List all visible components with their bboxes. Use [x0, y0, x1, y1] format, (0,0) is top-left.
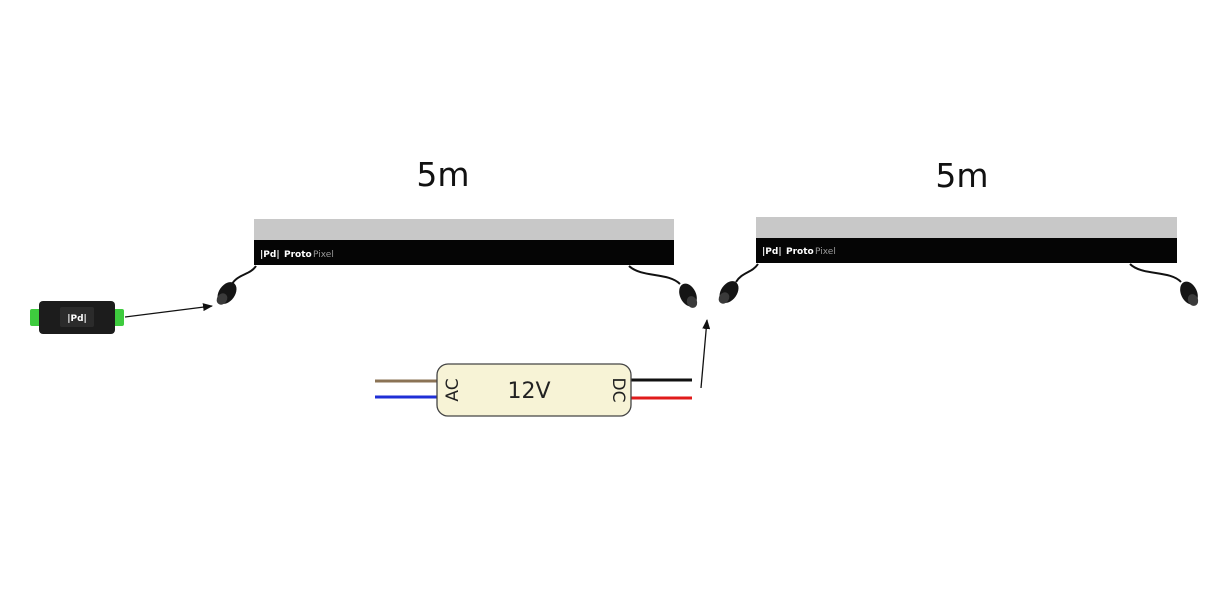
- strip-1-brand-logo: |Pd| Proto Pixel: [260, 250, 334, 260]
- psu-body: [436, 363, 632, 417]
- led-strip-1: 5m |Pd| Proto Pixel: [216, 155, 698, 308]
- strip-2-input-connector: [718, 263, 759, 304]
- strip-1-length-label: 5m: [416, 155, 469, 194]
- psu-voltage-label: 12V: [507, 379, 550, 404]
- strip-1-input-connector: [216, 265, 257, 305]
- power-arrow: [700, 319, 711, 389]
- strip-2-diffuser: [756, 217, 1177, 238]
- led-strip-2: 5m |Pd| Proto Pixel: [718, 156, 1199, 306]
- data-arrow: [124, 303, 213, 318]
- strip-2-brand-primary: Proto: [786, 247, 814, 257]
- strip-2-output-connector: [1129, 263, 1199, 306]
- psu-output-label: DC: [608, 378, 628, 403]
- strip-2-brand-secondary: Pixel: [815, 247, 836, 257]
- strip-2-body: [756, 238, 1177, 263]
- strip-2-length-label: 5m: [935, 156, 988, 195]
- strip-1-brand-primary: Proto: [284, 250, 312, 260]
- strip-2-brand-logo: |Pd| Proto Pixel: [762, 247, 836, 257]
- pixel-controller: |Pd|: [30, 301, 124, 334]
- psu-input-label: AC: [443, 378, 463, 401]
- strip-1-output-connector: [628, 265, 698, 308]
- strip-1-brand-badge: |Pd|: [260, 250, 280, 260]
- power-supply: 12V AC DC: [375, 363, 692, 417]
- controller-badge: |Pd|: [67, 314, 87, 324]
- strip-1-brand-secondary: Pixel: [313, 250, 334, 260]
- strip-1-diffuser: [254, 219, 674, 240]
- strip-2-brand-badge: |Pd|: [762, 247, 782, 257]
- strip-1-body: [254, 240, 674, 265]
